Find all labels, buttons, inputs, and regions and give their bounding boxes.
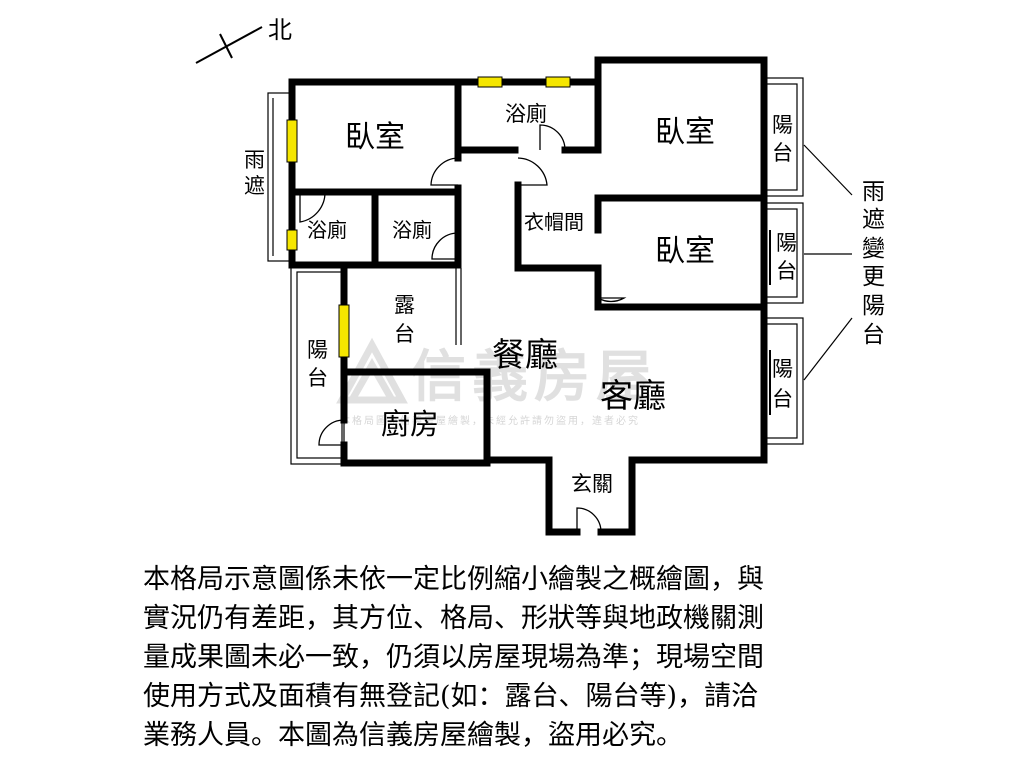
room-bedroom-nw: 臥室 — [345, 120, 405, 155]
watermark-brand: 信義房屋 — [410, 345, 658, 410]
annotation-label: 雨 遮 變 更 陽 台 — [862, 179, 885, 348]
compass-north-label: 北 — [268, 16, 292, 44]
room-terrace-2: 台 — [394, 322, 415, 346]
room-labels: 臥室 浴廁 臥室 浴廁 浴廁 衣帽間 臥室 露 台 餐廳 客廳 陽 台 廚房 玄… — [244, 102, 797, 496]
disclaimer-line-4: 使用方式及面積有無登記(如：露台、陽台等)，請洽 — [143, 681, 759, 712]
door-bathroom-mid — [431, 232, 459, 260]
compass: 北 — [195, 16, 292, 64]
disclaimer-line-1: 本格局示意圖係未依一定比例縮小繪製之概繪圖，與 — [143, 564, 764, 595]
door-bathroom-w — [299, 191, 326, 223]
annotation-char-4: 更 — [862, 264, 885, 290]
room-living: 客廳 — [600, 376, 666, 415]
floor-plan: 信義房屋 本格局圖為信義房屋繪製，未經允許請勿盜用，違者必究 北 — [195, 16, 885, 536]
disclaimer-line-5: 業務人員。本圖為信義房屋繪製，盜用必究。 — [143, 720, 683, 751]
compass-line-icon — [195, 26, 263, 64]
door-bathroom-top — [539, 124, 566, 151]
annotation-leaders — [803, 144, 853, 381]
doors — [299, 95, 771, 533]
disclaimer-line-2: 實況仍有差距，其方位、格局、形狀等與地政機關測 — [143, 603, 764, 634]
room-dining: 餐廳 — [492, 335, 558, 374]
window-west-2 — [286, 229, 298, 251]
room-balcony-w-1: 陽 — [307, 338, 328, 362]
room-bedroom-ne: 臥室 — [655, 115, 715, 150]
annotation-char-5: 陽 — [862, 293, 885, 319]
room-closet: 衣帽間 — [524, 210, 584, 234]
door-closet — [517, 157, 548, 186]
window-west-1 — [286, 119, 298, 163]
canopy-label-1: 雨 — [244, 148, 265, 172]
door-entrance — [576, 507, 602, 533]
windows — [286, 76, 571, 358]
room-balcony-e3-1: 陽 — [772, 357, 793, 381]
canopy-label-2: 遮 — [244, 174, 265, 198]
room-entrance: 玄關 — [571, 472, 613, 496]
walls — [288, 56, 768, 536]
room-bathroom-mid: 浴廁 — [392, 218, 432, 242]
room-balcony-e2-1: 陽 — [776, 231, 797, 255]
compass-cross-icon — [219, 33, 233, 59]
room-bathroom-w: 浴廁 — [307, 218, 347, 242]
room-terrace-1: 露 — [394, 293, 415, 317]
room-balcony-e1-1: 陽 — [772, 113, 793, 137]
annotation-char-2: 遮 — [862, 207, 885, 233]
room-balcony-w-2: 台 — [307, 366, 328, 390]
annotation-char-1: 雨 — [862, 179, 885, 205]
room-balcony-e2-2: 台 — [776, 259, 797, 283]
room-kitchen: 廚房 — [381, 407, 439, 441]
disclaimer: 本格局示意圖係未依一定比例縮小繪製之概繪圖，與 實況仍有差距，其方位、格局、形狀… — [143, 560, 893, 755]
room-balcony-e1-2: 台 — [772, 141, 793, 165]
window-top-2 — [545, 76, 571, 88]
room-bedroom-e: 臥室 — [655, 234, 715, 269]
door-bedroom-nw — [430, 157, 459, 186]
door-bedroom-e — [597, 278, 627, 303]
room-bathroom-top: 浴廁 — [505, 102, 547, 126]
annotation-char-6: 台 — [862, 322, 885, 348]
door-kitchen — [318, 419, 345, 446]
window-terrace — [338, 304, 350, 358]
disclaimer-line-3: 量成果圖未必一致，仍須以房屋現場為準；現場空間 — [143, 642, 764, 673]
thin-outlines — [267, 77, 804, 465]
balcony-w-outline — [290, 265, 345, 465]
annotation-char-3: 變 — [862, 236, 885, 262]
room-balcony-e3-2: 台 — [772, 387, 793, 411]
window-top-1 — [477, 76, 503, 88]
